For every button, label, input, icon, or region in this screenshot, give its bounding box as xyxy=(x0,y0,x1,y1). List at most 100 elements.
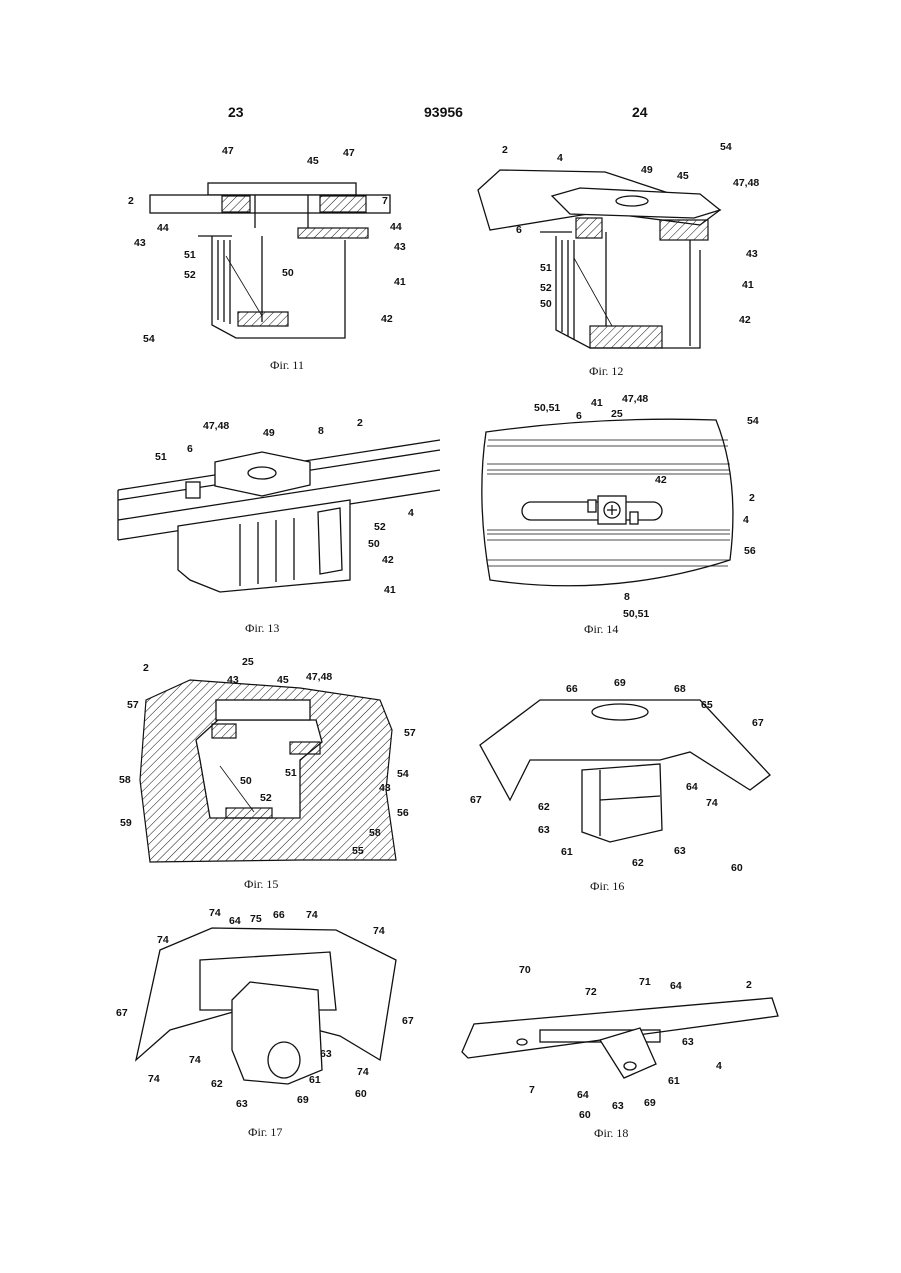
label: 45 xyxy=(307,155,319,167)
label: 41 xyxy=(591,397,603,409)
label: 43 xyxy=(394,241,406,253)
label: 58 xyxy=(369,827,381,839)
labels-fig-12: 2 4 49 54 45 47,48 6 43 51 52 50 41 42 xyxy=(502,141,759,326)
label: 50,51 xyxy=(623,608,649,620)
label: 57 xyxy=(127,699,139,711)
label: 59 xyxy=(120,817,132,829)
label: 54 xyxy=(397,768,409,780)
label: 57 xyxy=(404,727,416,739)
label: 4 xyxy=(716,1060,722,1072)
label: 74 xyxy=(157,934,169,946)
label: 75 xyxy=(250,913,262,925)
label: 8 xyxy=(318,425,324,437)
label: 51 xyxy=(540,262,552,274)
label: 51 xyxy=(155,451,167,463)
label: 63 xyxy=(538,824,550,836)
label: 52 xyxy=(374,521,386,533)
label: 43 xyxy=(227,674,239,686)
label: 4 xyxy=(557,152,563,164)
label: 74 xyxy=(706,797,718,809)
figure-16 xyxy=(480,700,770,842)
label: 64 xyxy=(577,1089,589,1101)
figure-17 xyxy=(136,928,396,1084)
label: 2 xyxy=(746,979,752,991)
label: 63 xyxy=(320,1048,332,1060)
figure-12 xyxy=(478,170,720,348)
label: 51 xyxy=(285,767,297,779)
label: 74 xyxy=(373,925,385,937)
label: 64 xyxy=(670,980,682,992)
label: 43 xyxy=(746,248,758,260)
figure-15 xyxy=(140,680,396,862)
label: 43 xyxy=(134,237,146,249)
label: 6 xyxy=(576,410,582,422)
label: 56 xyxy=(744,545,756,557)
label: 64 xyxy=(686,781,698,793)
label: 52 xyxy=(184,269,196,281)
label: 41 xyxy=(384,584,396,596)
label: 69 xyxy=(644,1097,656,1109)
caption-fig-18: Фiг. 18 xyxy=(594,1126,628,1141)
label: 67 xyxy=(752,717,764,729)
label: 67 xyxy=(470,794,482,806)
label: 6 xyxy=(187,443,193,455)
label: 66 xyxy=(273,909,285,921)
label: 2 xyxy=(143,662,149,674)
label: 2 xyxy=(357,417,363,429)
caption-fig-11: Фiг. 11 xyxy=(270,358,304,373)
label: 42 xyxy=(655,474,667,486)
label: 54 xyxy=(747,415,759,427)
label: 74 xyxy=(148,1073,160,1085)
label: 42 xyxy=(382,554,394,566)
caption-fig-12: Фiг. 12 xyxy=(589,364,623,379)
label: 50 xyxy=(240,775,252,787)
label: 2 xyxy=(502,144,508,156)
label: 42 xyxy=(739,314,751,326)
label: 66 xyxy=(566,683,578,695)
label: 74 xyxy=(357,1066,369,1078)
label: 7 xyxy=(382,195,388,207)
label: 44 xyxy=(390,221,402,233)
caption-fig-13: Фiг. 13 xyxy=(245,621,279,636)
label: 67 xyxy=(402,1015,414,1027)
label: 61 xyxy=(561,846,573,858)
label: 41 xyxy=(394,276,406,288)
label: 8 xyxy=(624,591,630,603)
caption-fig-17: Фiг. 17 xyxy=(248,1125,282,1140)
label: 7 xyxy=(529,1084,535,1096)
label: 54 xyxy=(143,333,155,345)
label: 63 xyxy=(674,845,686,857)
label: 25 xyxy=(611,408,623,420)
label: 45 xyxy=(277,674,289,686)
label: 74 xyxy=(209,907,221,919)
label: 4 xyxy=(743,514,749,526)
label: 55 xyxy=(352,845,364,857)
label: 62 xyxy=(538,801,550,813)
label: 69 xyxy=(297,1094,309,1106)
label: 2 xyxy=(749,492,755,504)
label: 50 xyxy=(282,267,294,279)
label: 44 xyxy=(157,222,169,234)
label: 43 xyxy=(379,782,391,794)
label: 47,48 xyxy=(733,177,759,189)
label: 64 xyxy=(229,915,241,927)
label: 45 xyxy=(677,170,689,182)
caption-fig-16: Фiг. 16 xyxy=(590,879,624,894)
label: 47 xyxy=(343,147,355,159)
label: 74 xyxy=(306,909,318,921)
figure-18 xyxy=(462,998,778,1078)
label: 42 xyxy=(381,313,393,325)
label: 58 xyxy=(119,774,131,786)
label: 74 xyxy=(189,1054,201,1066)
label: 54 xyxy=(720,141,732,153)
label: 47,48 xyxy=(306,671,332,683)
label: 69 xyxy=(614,677,626,689)
label: 67 xyxy=(116,1007,128,1019)
label: 62 xyxy=(632,857,644,869)
label: 63 xyxy=(236,1098,248,1110)
caption-fig-15: Фiг. 15 xyxy=(244,877,278,892)
label: 61 xyxy=(668,1075,680,1087)
label: 56 xyxy=(397,807,409,819)
label: 49 xyxy=(263,427,275,439)
